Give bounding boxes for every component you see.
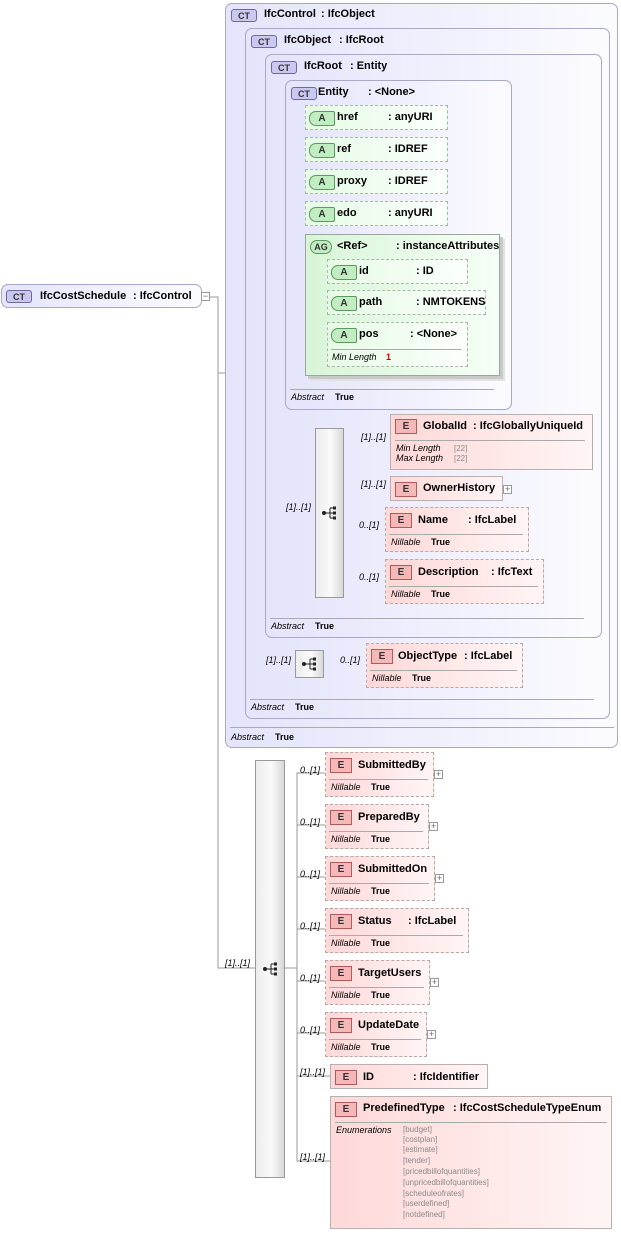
element-icon: E <box>390 565 412 580</box>
root-name: IfcCostSchedule <box>40 290 127 302</box>
sequence-icon <box>302 657 316 671</box>
root-type: : IfcControl <box>133 290 192 302</box>
abstract-value: True <box>315 621 335 631</box>
element-predefined-type[interactable]: E PredefinedType : IfcCostScheduleTypeEn… <box>330 1096 612 1229</box>
element-prepared-by[interactable]: E PreparedBy Nillable True <box>325 804 429 849</box>
entity-type: : <None> <box>368 86 416 98</box>
abstract-value: True <box>295 702 315 712</box>
attribute-href[interactable]: A href : anyURI <box>305 105 448 130</box>
expand-icon[interactable]: + <box>429 821 438 831</box>
entity-name: Entity <box>318 86 349 98</box>
element-name[interactable]: E Name : IfcLabel Nillable True <box>385 507 529 552</box>
element-submitted-on[interactable]: E SubmittedOn Nillable True <box>325 856 435 901</box>
attribute-edo[interactable]: A edo : anyURI <box>305 201 448 226</box>
element-description[interactable]: E Description : IfcText Nillable True <box>385 559 544 604</box>
element-object-type[interactable]: E ObjectType : IfcLabel Nillable True <box>366 643 523 688</box>
expand-icon[interactable]: + <box>430 977 439 987</box>
ifc-control-name: IfcControl <box>264 8 316 20</box>
ifc-object-sequence[interactable] <box>295 650 324 678</box>
sequence-icon <box>263 962 277 976</box>
attribute-proxy[interactable]: A proxy : IDREF <box>305 169 448 194</box>
element-status[interactable]: E Status : IfcLabel Nillable True <box>325 908 469 953</box>
element-icon: E <box>330 914 352 929</box>
attribute-icon: A <box>309 207 335 222</box>
element-icon: E <box>330 810 352 825</box>
element-target-users[interactable]: E TargetUsers Nillable True <box>325 960 430 1005</box>
abstract-label: Abstract <box>251 702 285 712</box>
root-complex-type[interactable]: CT IfcCostSchedule : IfcControl <box>1 284 202 308</box>
element-icon: E <box>330 758 352 773</box>
abstract-label: Abstract <box>271 621 305 631</box>
expand-icon[interactable]: + <box>427 1029 436 1039</box>
complex-type-icon: CT <box>231 9 257 22</box>
attribute-icon: A <box>309 143 335 158</box>
element-icon: E <box>390 513 412 528</box>
complex-type-icon: CT <box>6 290 32 303</box>
abstract-label: Abstract <box>231 732 265 742</box>
element-submitted-by[interactable]: E SubmittedBy Nillable True <box>325 752 434 797</box>
element-global-id[interactable]: E GlobalId : IfcGloballyUniqueId Min Len… <box>390 414 593 470</box>
attribute-path[interactable]: A path : NMTOKENS <box>327 290 486 315</box>
element-icon: E <box>330 966 352 981</box>
abstract-value: True <box>335 392 355 402</box>
collapse-icon[interactable]: − <box>201 291 210 301</box>
attribute-pos[interactable]: A pos : <None> Min Length 1 <box>327 322 468 367</box>
attribute-id[interactable]: A id : ID <box>327 259 468 284</box>
element-icon: E <box>395 419 417 434</box>
attribute-icon: A <box>331 328 357 343</box>
attribute-icon: A <box>309 111 335 126</box>
attribute-ref[interactable]: A ref : IDREF <box>305 137 448 162</box>
attribute-icon: A <box>309 175 335 190</box>
ifc-root-type: : Entity <box>350 60 388 72</box>
ifc-object-name: IfcObject <box>284 34 332 46</box>
attribute-icon: A <box>331 265 357 280</box>
element-icon: E <box>371 649 393 664</box>
abstract-label: Abstract <box>291 392 325 402</box>
cardinality: [1]..[1] <box>286 502 312 512</box>
ifc-control-type: : IfcObject <box>321 8 375 20</box>
ifc-root-name: IfcRoot <box>304 60 342 72</box>
sequence-icon <box>322 506 336 520</box>
complex-type-icon: CT <box>271 61 297 74</box>
element-icon: E <box>330 1018 352 1033</box>
attribute-group-icon: AG <box>310 240 332 254</box>
complex-type-icon: CT <box>251 35 277 48</box>
expand-icon[interactable]: + <box>503 484 512 494</box>
ifc-root-sequence[interactable] <box>315 428 344 598</box>
element-id[interactable]: E ID : IfcIdentifier <box>330 1064 488 1089</box>
expand-icon[interactable]: + <box>434 769 443 779</box>
abstract-value: True <box>275 732 295 742</box>
expand-icon[interactable]: + <box>435 873 444 883</box>
cost-schedule-sequence[interactable] <box>255 760 285 1178</box>
element-owner-history[interactable]: E OwnerHistory <box>390 476 503 501</box>
complex-type-icon: CT <box>291 87 317 100</box>
element-icon: E <box>335 1070 357 1085</box>
ifc-object-type: : IfcRoot <box>339 34 384 46</box>
element-icon: E <box>395 482 417 497</box>
element-icon: E <box>330 862 352 877</box>
attribute-icon: A <box>331 296 357 311</box>
element-icon: E <box>335 1102 357 1117</box>
element-update-date[interactable]: E UpdateDate Nillable True <box>325 1012 427 1057</box>
